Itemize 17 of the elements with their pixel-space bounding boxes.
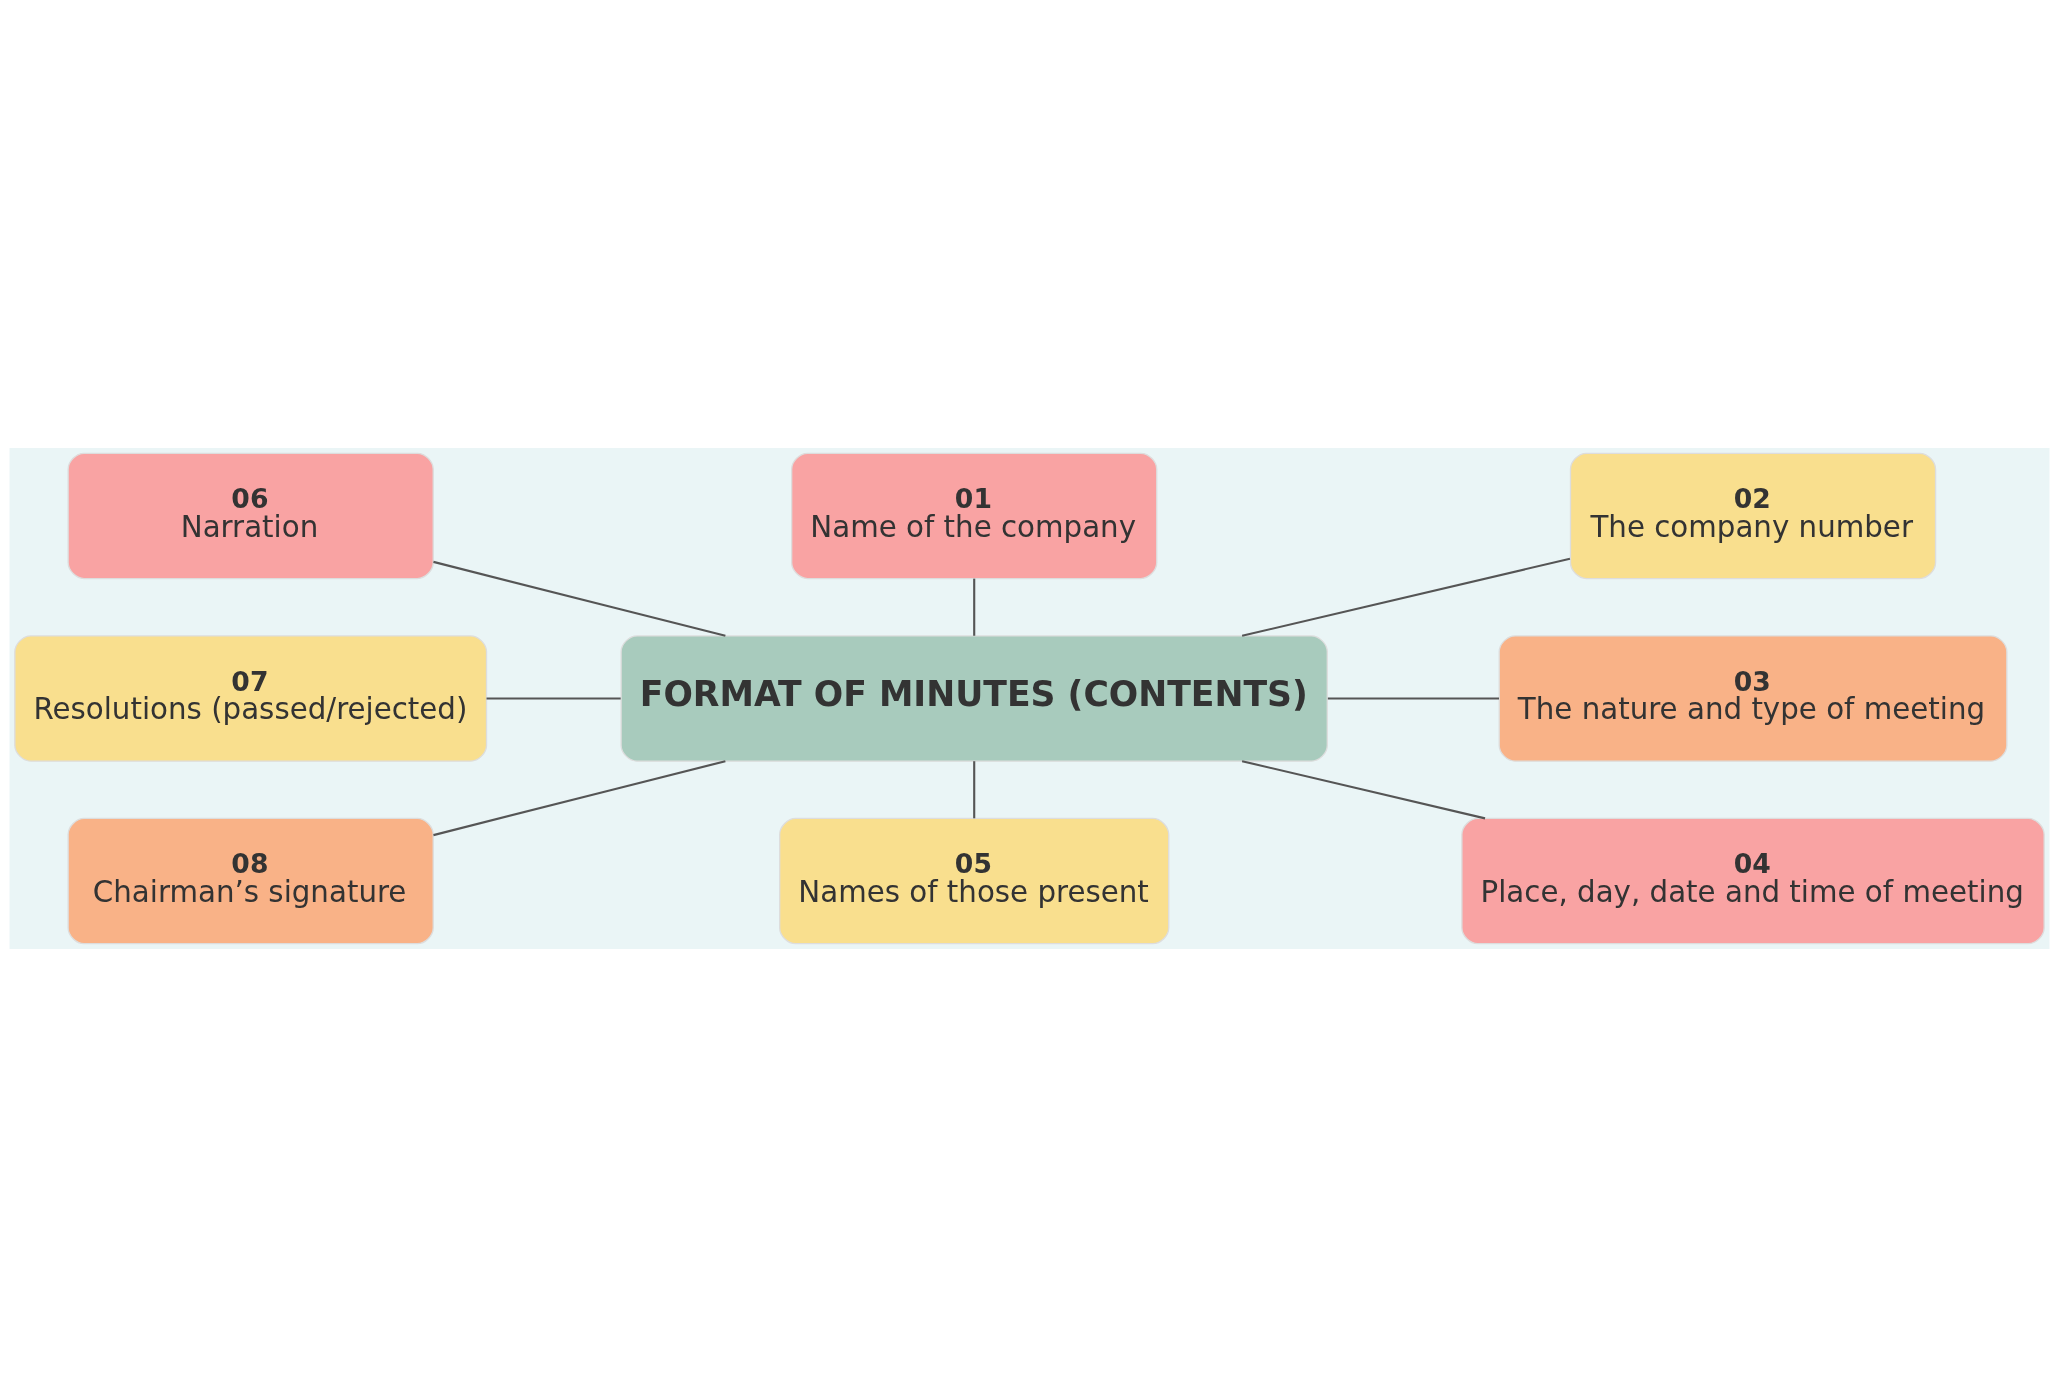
connector: [1241, 557, 1571, 637]
connector: [433, 560, 726, 637]
connector: [1327, 697, 1499, 700]
node-box: 08 Chairman’s signature: [67, 817, 434, 945]
node-box: 04 Place, day, date and time of meeting: [1461, 817, 2045, 945]
node-box: 05 Names of those present: [779, 817, 1170, 945]
connector: [486, 697, 621, 700]
node-box: FORMAT OF MINUTES (CONTENTS): [620, 635, 1328, 762]
connector: [973, 761, 976, 819]
node-box: 06 Narration: [67, 452, 434, 580]
node-box: 03 The nature and type of meeting: [1498, 635, 2008, 762]
node-box: 02 The company number: [1569, 452, 1937, 580]
node-box: 07 Resolutions (passed/rejected): [14, 635, 488, 762]
connector: [973, 578, 976, 636]
node-box: 01 Name of the company: [791, 452, 1158, 580]
connector: [1241, 760, 1486, 820]
connector: [433, 760, 726, 837]
